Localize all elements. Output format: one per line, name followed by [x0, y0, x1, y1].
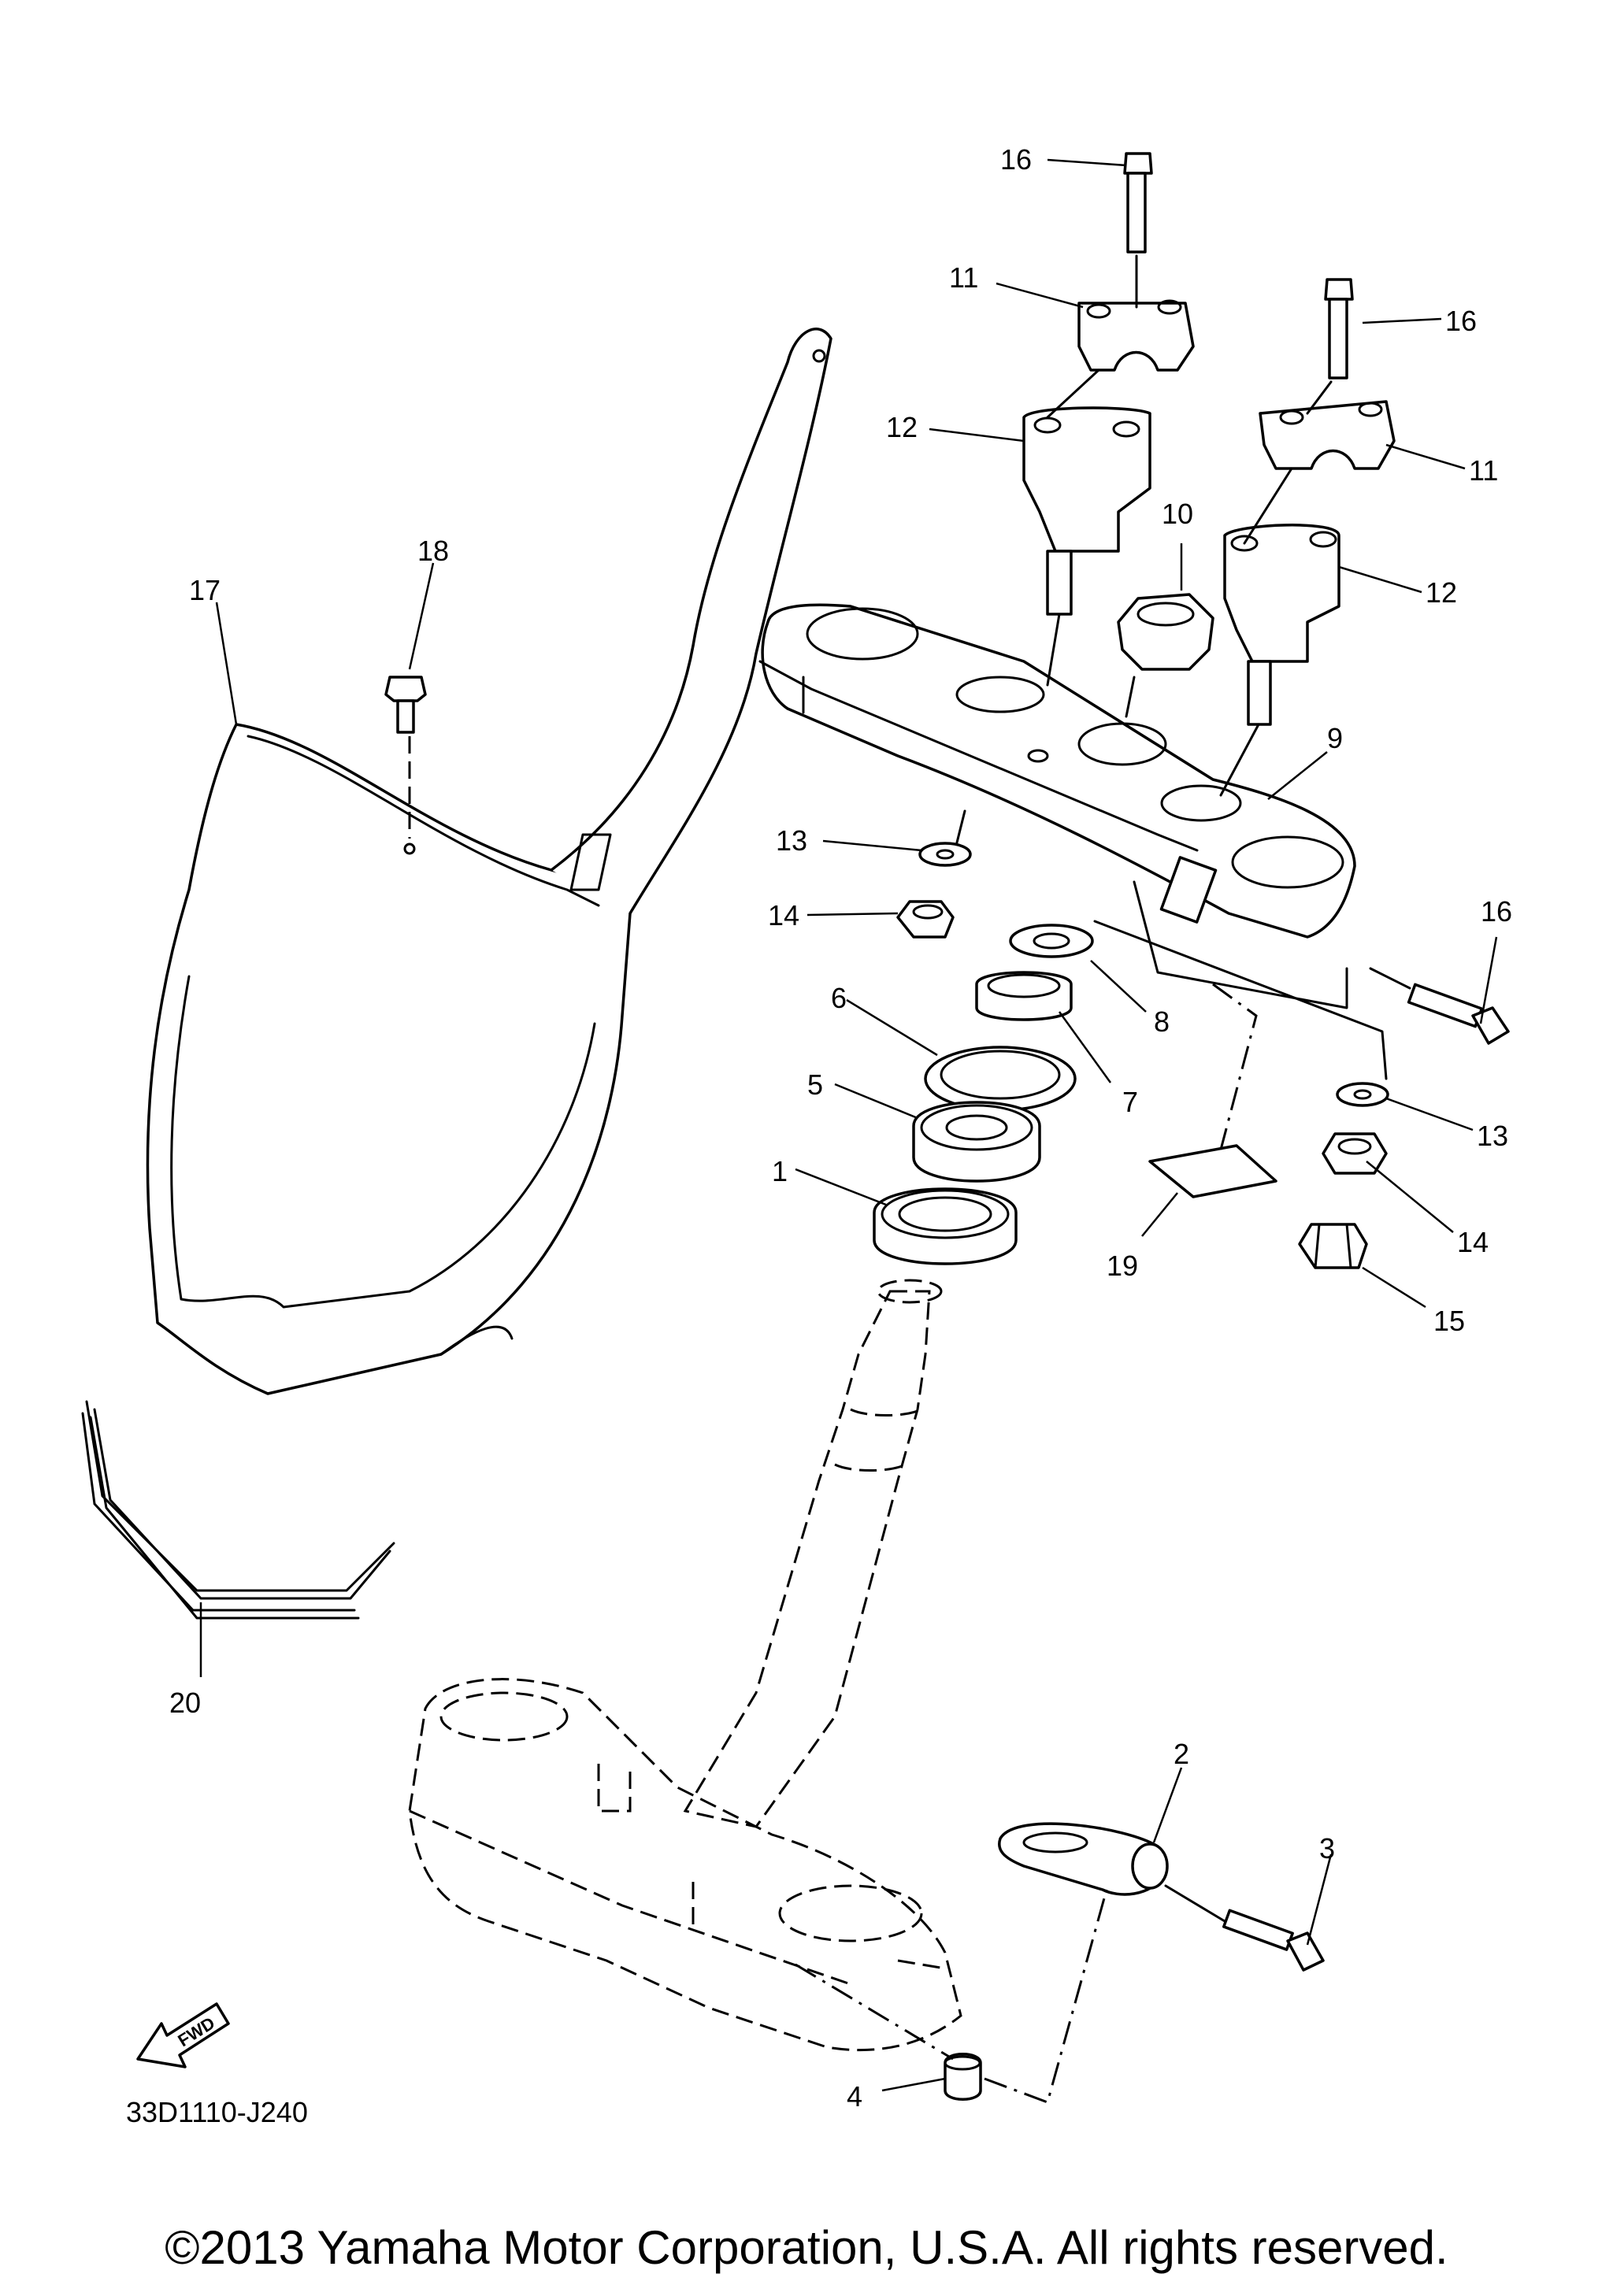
nut-14-right — [1322, 1132, 1388, 1175]
callout-3: 3 — [1319, 1832, 1335, 1865]
callout-8: 8 — [1154, 1005, 1170, 1038]
washer-13-right — [1336, 1082, 1389, 1107]
callout-19: 19 — [1107, 1250, 1138, 1282]
number-plate — [146, 328, 832, 1395]
callout-4: 4 — [847, 2080, 862, 2113]
callout-labels: 16 11 12 16 11 10 12 9 13 14 16 8 6 7 5 … — [169, 143, 1512, 2113]
diagram-code: 33D1110-J240 — [126, 2096, 308, 2128]
callout-15: 15 — [1433, 1305, 1465, 1337]
fwd-arrow-icon: FWD — [136, 2002, 230, 2068]
callout-6: 6 — [831, 982, 847, 1014]
handlebar-holder-upper-right — [1259, 400, 1396, 470]
callout-11-left: 11 — [949, 261, 978, 294]
callout-13-left: 13 — [776, 824, 807, 857]
callout-10: 10 — [1162, 498, 1193, 530]
pinch-bolt-16 — [1369, 967, 1510, 1045]
upper-bracket-9 — [758, 603, 1356, 939]
washer-13-left — [918, 842, 972, 867]
callout-5: 5 — [807, 1068, 823, 1101]
bolt-18 — [384, 676, 427, 839]
label-19 — [1148, 1144, 1277, 1198]
bolt-3 — [1164, 1884, 1325, 1972]
nut-14-left — [896, 900, 955, 939]
callout-2: 2 — [1174, 1738, 1189, 1770]
callout-20: 20 — [169, 1687, 201, 1719]
callout-11-right: 11 — [1469, 454, 1498, 487]
lower-bracket — [408, 1678, 962, 2052]
callout-12-left: 12 — [886, 411, 918, 443]
callout-17: 17 — [189, 574, 221, 606]
callout-16-top: 16 — [1000, 143, 1032, 176]
bolt-16-top — [1123, 152, 1153, 309]
bearing-5 — [912, 1101, 1041, 1183]
ring-nut-7 — [975, 971, 1073, 1021]
callout-12-right: 12 — [1426, 576, 1457, 609]
callout-9: 9 — [1327, 722, 1343, 754]
handlebar-holder-lower-left — [1022, 406, 1151, 616]
steering-nut-10 — [1117, 593, 1214, 718]
callout-14-left: 14 — [768, 899, 799, 931]
callout-16-pinch: 16 — [1481, 895, 1512, 928]
copyright-notice: ©2013 Yamaha Motor Corporation, U.S.A. A… — [165, 2221, 1448, 2274]
handlebar-holder-lower-right — [1223, 524, 1340, 726]
cap-nut-15 — [1298, 1223, 1368, 1269]
callout-14-right: 14 — [1457, 1226, 1489, 1258]
seal-6 — [924, 1046, 1077, 1112]
callout-1: 1 — [772, 1155, 788, 1187]
bearing-1 — [873, 1187, 1018, 1265]
callout-18: 18 — [417, 535, 449, 567]
washer-8 — [1009, 924, 1094, 958]
steering-stem — [683, 1279, 943, 1828]
bolt-16-right-top — [1306, 278, 1354, 415]
callout-16-right: 16 — [1445, 305, 1477, 337]
collar-4 — [944, 2053, 982, 2101]
cable-guide-2 — [998, 1822, 1169, 1896]
callout-7: 7 — [1122, 1086, 1138, 1118]
handlebar-holder-upper-left — [1077, 299, 1195, 372]
guard-20 — [81, 1400, 395, 1620]
callout-13-right: 13 — [1477, 1120, 1508, 1152]
